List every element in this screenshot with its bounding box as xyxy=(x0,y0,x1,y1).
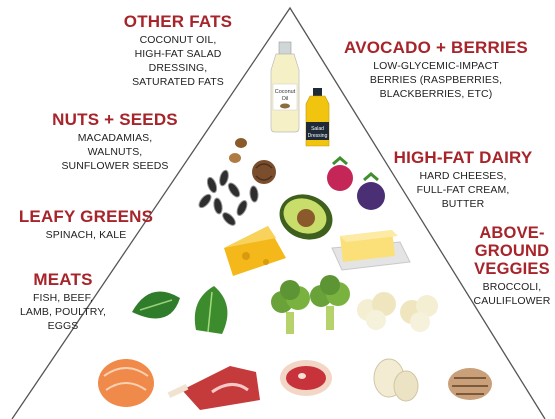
section-high-fat-dairy: HIGH-FAT DAIRY HARD CHEESES, FULL-FAT CR… xyxy=(388,148,538,211)
dressing-label-line1: Salad xyxy=(311,126,324,132)
section-nuts-seeds: NUTS + SEEDS MACADAMIAS, WALNUTS, SUNFLO… xyxy=(40,110,190,173)
section-title: LEAFY GREENS xyxy=(16,207,156,226)
salad-dressing-bottle: Salad Dressing xyxy=(306,88,329,146)
cheese-wedge xyxy=(224,226,286,276)
section-leafy-greens: LEAFY GREENS SPINACH, KALE xyxy=(16,207,156,242)
cauliflower-group xyxy=(357,292,438,332)
nuts-group xyxy=(229,138,276,184)
beef-steak xyxy=(280,360,332,396)
section-other-fats: OTHER FATS COCONUT OIL, HIGH-FAT SALAD D… xyxy=(108,12,248,89)
oil-label-line1: Coconut xyxy=(275,89,296,95)
oil-label-line2: Oil xyxy=(282,96,289,102)
section-title: ABOVE- GROUND VEGGIES xyxy=(470,224,554,278)
section-title: HIGH-FAT DAIRY xyxy=(388,148,538,167)
broccoli-group xyxy=(271,275,350,334)
berries-group xyxy=(327,158,385,210)
section-items: FISH, BEEF, LAMB, POULTRY, EGGS xyxy=(8,291,118,333)
lamb-chop xyxy=(168,366,260,410)
section-items: MACADAMIAS, WALNUTS, SUNFLOWER SEEDS xyxy=(40,131,190,173)
butter-block xyxy=(332,230,410,270)
section-above-ground-veggies: ABOVE- GROUND VEGGIES BROCCOLI, CAULIFLO… xyxy=(470,224,554,308)
section-title: MEATS xyxy=(8,270,118,289)
section-items: COCONUT OIL, HIGH-FAT SALAD DRESSING, SA… xyxy=(108,33,248,89)
section-items: SPINACH, KALE xyxy=(16,228,156,242)
section-items: BROCCOLI, CAULIFLOWER xyxy=(470,280,554,308)
dressing-label-line2: Dressing xyxy=(308,133,328,139)
chicken-breast xyxy=(448,368,492,400)
avocado xyxy=(273,187,339,247)
leafy-greens-group xyxy=(132,286,227,334)
salmon-steak xyxy=(98,359,154,407)
section-title: OTHER FATS xyxy=(108,12,248,31)
sunflower-seeds-group xyxy=(197,169,259,227)
coconut-oil-bottle: Coconut Oil xyxy=(271,42,299,132)
section-title: NUTS + SEEDS xyxy=(40,110,190,129)
section-items: LOW-GLYCEMIC-IMPACT BERRIES (RASPBERRIES… xyxy=(336,59,536,101)
section-title: AVOCADO + BERRIES xyxy=(336,38,536,57)
eggs xyxy=(374,359,418,401)
section-avocado-berries: AVOCADO + BERRIES LOW-GLYCEMIC-IMPACT BE… xyxy=(336,38,536,101)
section-items: HARD CHEESES, FULL-FAT CREAM, BUTTER xyxy=(388,169,538,211)
section-meats: MEATS FISH, BEEF, LAMB, POULTRY, EGGS xyxy=(8,270,118,333)
